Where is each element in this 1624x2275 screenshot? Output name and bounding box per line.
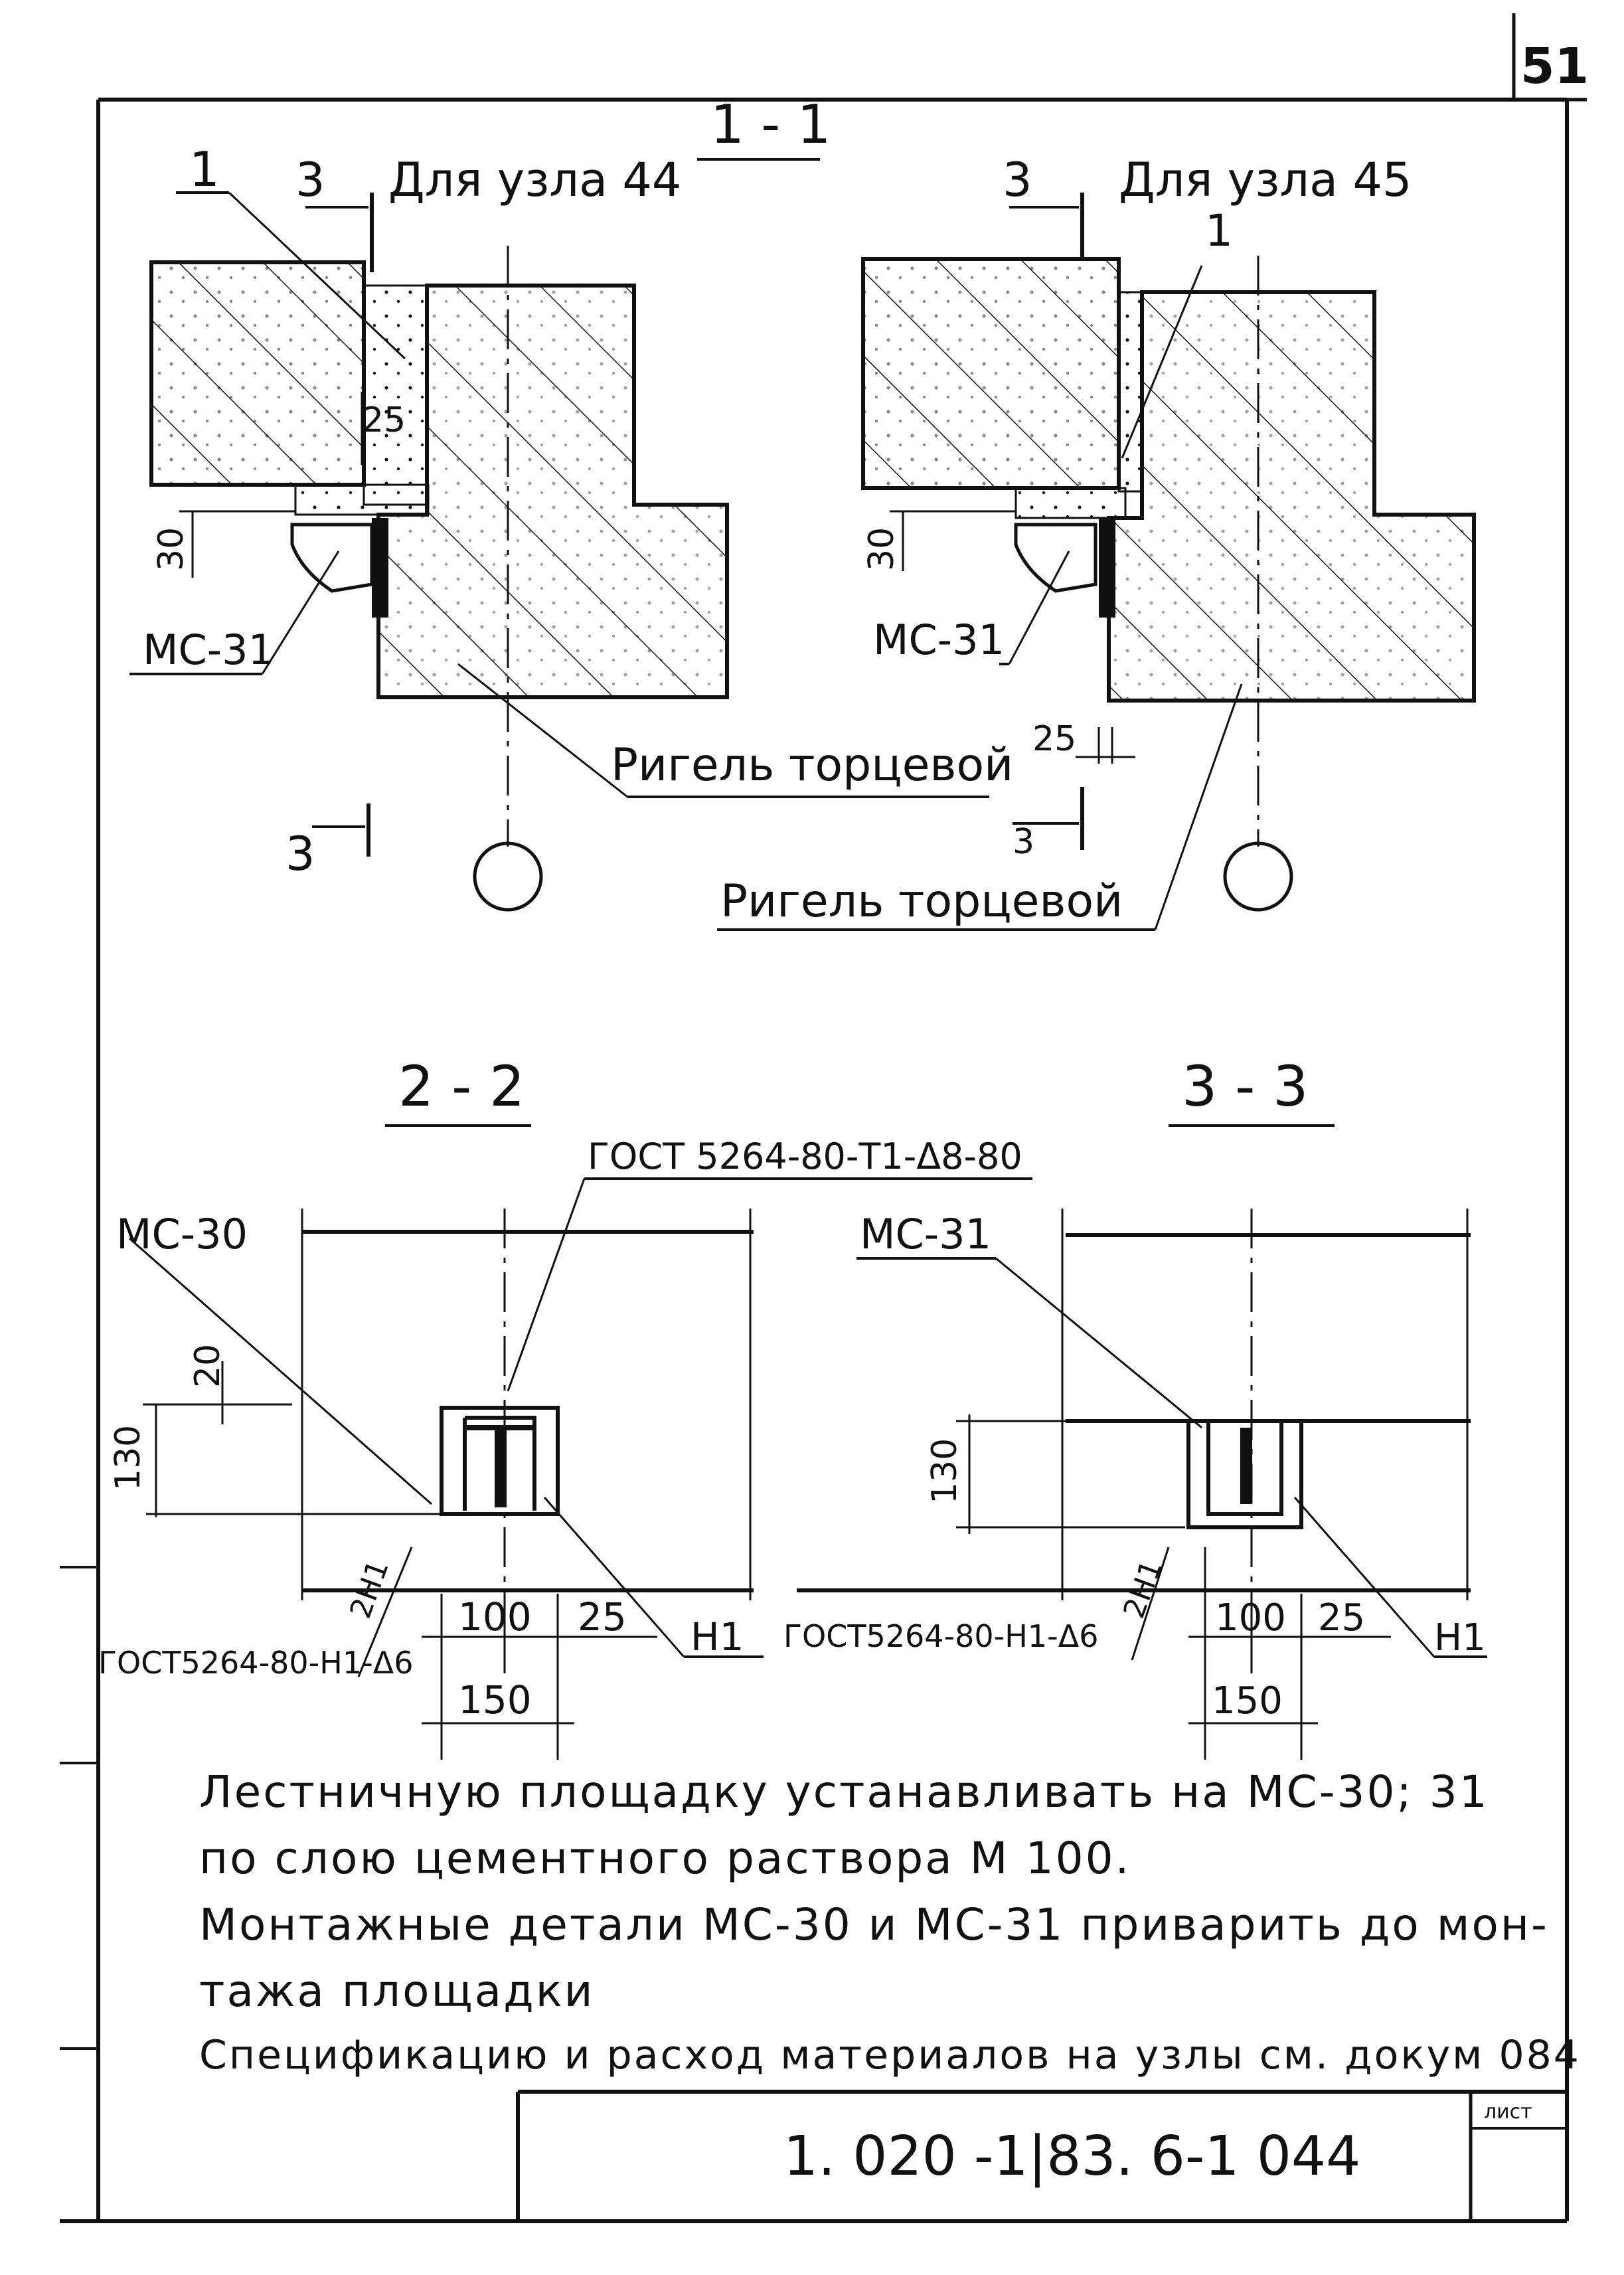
dim-150-3-3: 150 [1212,1679,1283,1723]
axis-bubble-right [1223,841,1293,912]
dim-30-left: 30 [151,527,191,571]
section-2-2-title: 2 - 2 [385,1054,531,1127]
mortar-joint-right [1117,291,1143,493]
mc31-label-3-3: MC-31 [860,1210,991,1258]
mc30-label: MC-30 [116,1210,248,1258]
node-44-caption: Для узла 44 [388,153,681,207]
mortar-joint-left [363,284,428,506]
svg-text:3 - 3: 3 - 3 [1182,1054,1309,1119]
end-girder-label-right: Ригель торцевой [720,875,1123,928]
dim-30-right: 30 [862,527,902,571]
dim-25-2-2: 25 [578,1594,627,1640]
section-3-3-drawing [797,1209,1487,1760]
stamp-code: 1. 020 -1|83. 6-1 044 [783,2125,1360,2188]
dim-130-2-2: 130 [108,1425,148,1491]
note-line-1: Лестничную площадку устанавливать на МС-… [199,1766,1489,1817]
dim-25-right: 25 [1032,719,1076,759]
mc31-label-right: MC-31 [873,616,1005,664]
title-stamp [516,2090,1567,2221]
mc31-label-left: MC-31 [143,626,274,674]
note-line-3: Монтажные детали МС-30 и МС-31 приварить… [199,1899,1549,1950]
note-line-4: тажа площадки [199,1966,595,2017]
node-45-caption: Для узла 45 [1119,153,1412,207]
sheet-frame [60,13,1587,2223]
node-44-drawing [129,191,989,912]
note-line-2: по слою цементного раствора М 100. [199,1833,1131,1884]
embedded-part-mc31-right [1014,523,1097,593]
recess-3-3 [1186,1421,1303,1529]
dim-150-2-2: 150 [458,1677,532,1723]
embedded-part-mc31 [1206,1421,1283,1516]
section-mark-3-bottom-right: 3 [1013,822,1034,862]
section-2-2-drawing [129,1209,764,1760]
gost-bottom-2-2: ГОСТ5264-80-Н1-Δ6 [98,1645,413,1681]
end-girder-label-left: Ригель торцевой [611,739,1013,792]
dim-130-3-3: 130 [925,1438,965,1504]
section-3-3-title: 3 - 3 [1169,1054,1335,1127]
node-45-drawing [717,193,1476,931]
embedded-part-mc31-left [290,523,374,593]
callout-1-left: 1 [189,141,220,197]
section-mark-3-right: 3 [1003,153,1032,207]
dim-20-2-2: 20 [188,1344,228,1388]
callout-1-right: 1 [1205,205,1233,256]
gost-top-2-2: ГОСТ 5264-80-Т1-Δ8-80 [588,1136,1022,1177]
page-number: 51 [1520,38,1589,95]
axis-bubble-left [473,841,543,912]
section-mark-3-left: 3 [295,153,325,207]
svg-text:1 - 1: 1 - 1 [710,94,831,155]
dim-100-3-3: 100 [1215,1596,1286,1640]
mark-h1-2-2: Н1 [690,1614,744,1659]
gost-bottom-3-3: ГОСТ5264-80-Н1-Δ6 [783,1618,1098,1654]
embedded-part-mc30 [463,1416,536,1511]
svg-text:2 - 2: 2 - 2 [398,1054,525,1119]
mark-h1-3-3: Н1 [1434,1616,1486,1659]
dim-25-3-3: 25 [1318,1596,1365,1640]
dim-25-left: 25 [362,400,406,440]
section-mark-3-bottom-left: 3 [285,827,315,881]
section-1-1-title: 1 - 1 [697,94,831,161]
stamp-corner-label: лист [1484,2100,1532,2124]
dim-100-2-2: 100 [458,1594,532,1640]
note-line-5: Спецификацию и расход материалов на узлы… [199,2032,1581,2078]
